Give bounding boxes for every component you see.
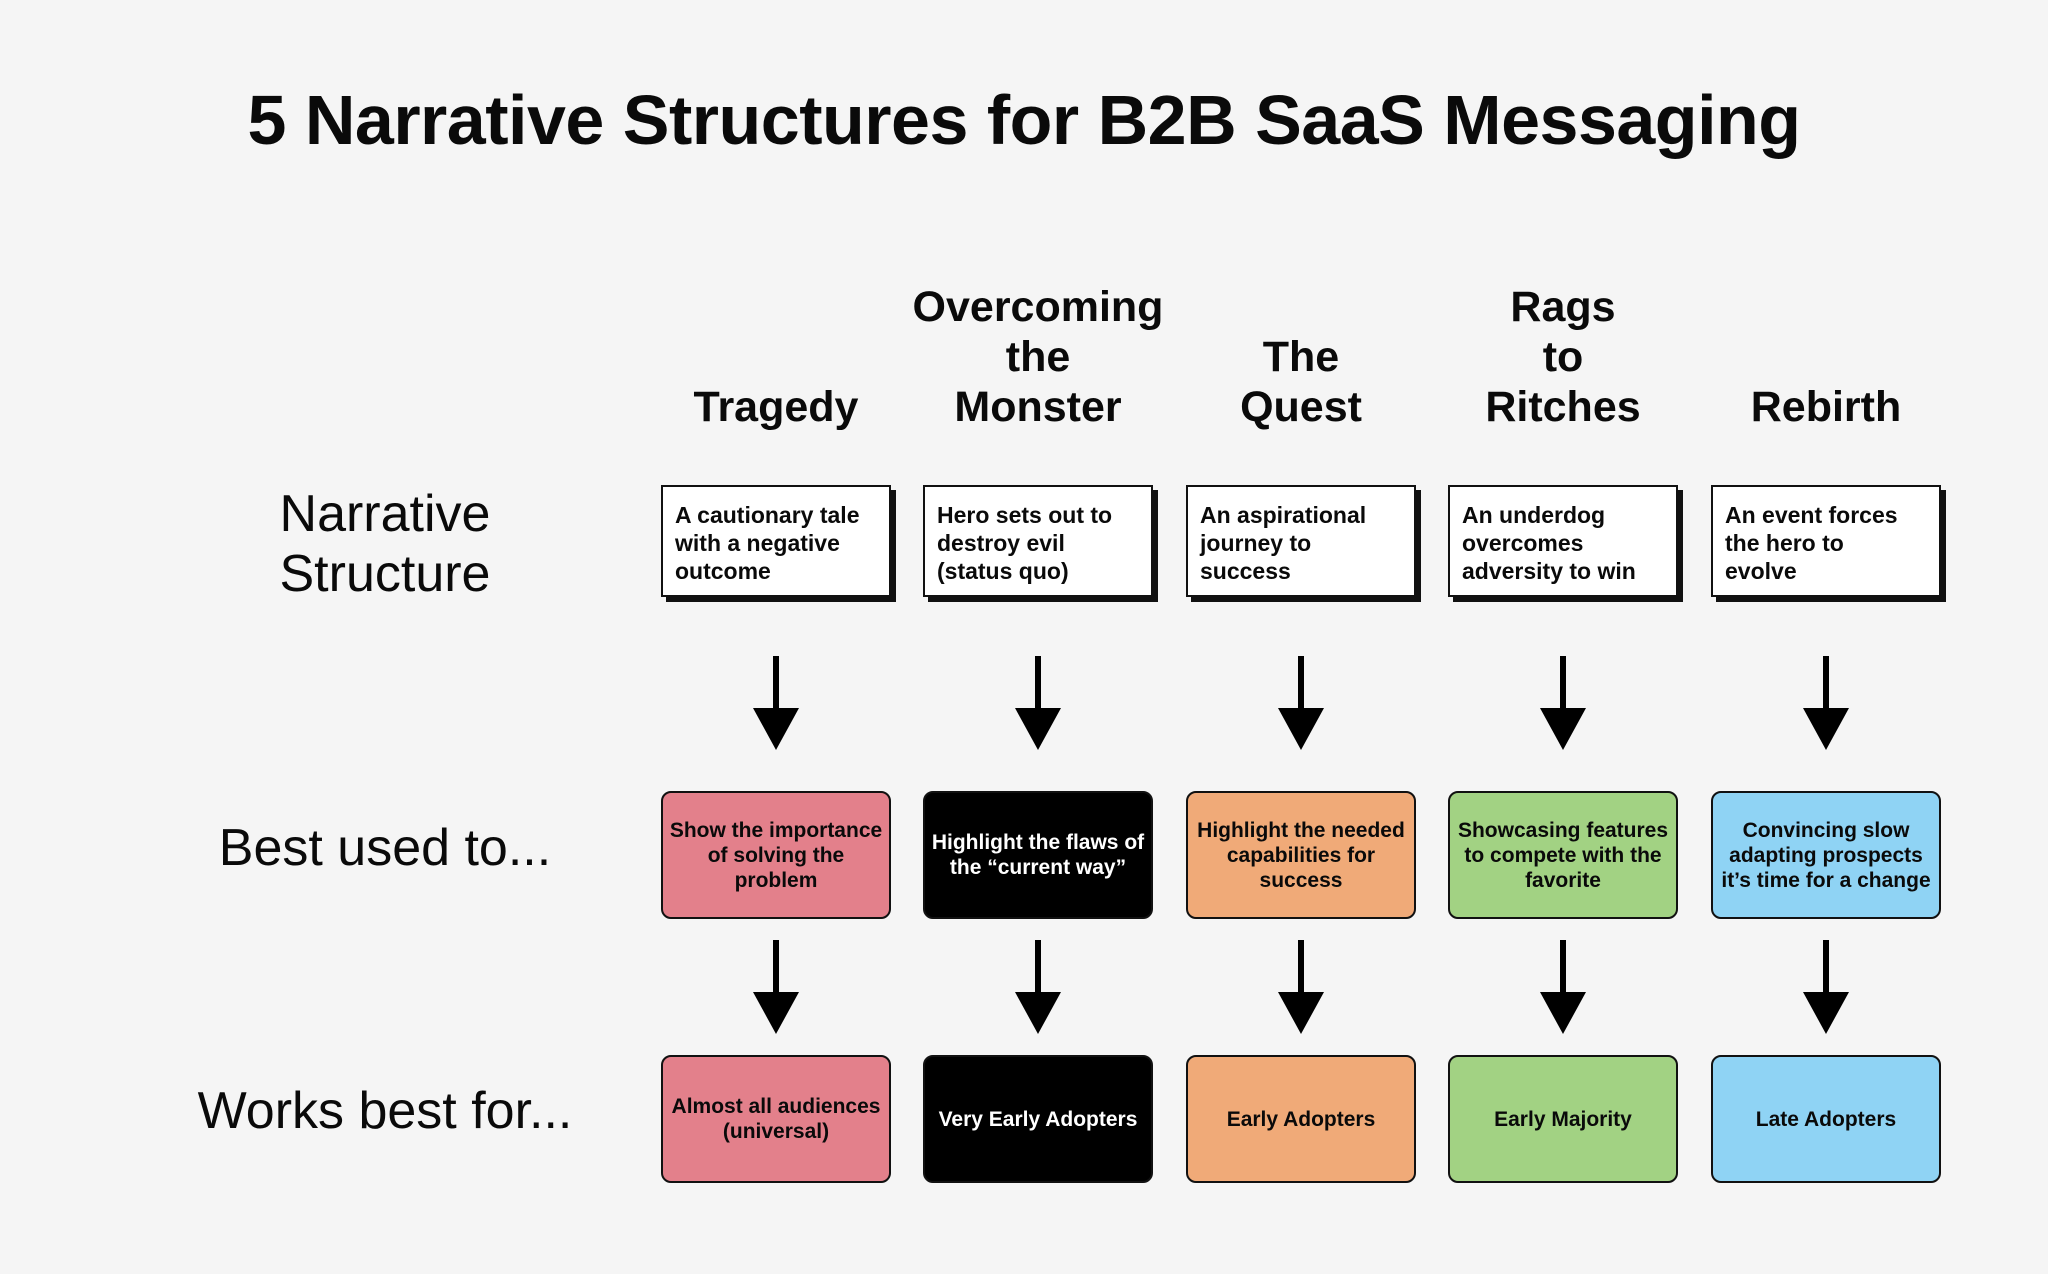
audience-line: (universal) — [722, 1120, 830, 1143]
best-used-line: it’s time for a change — [1721, 868, 1931, 892]
audience-text: Early Majority — [1494, 1107, 1632, 1132]
down-arrow-icon — [1803, 940, 1849, 1034]
audience-text: Very Early Adopters — [939, 1107, 1138, 1132]
definition-line: An underdog — [1462, 502, 1606, 528]
best-used-line: success — [1259, 868, 1343, 892]
down-arrow-icon — [1540, 656, 1586, 750]
best-used-line: Highlight the flaws of — [931, 831, 1145, 854]
audience-line: Very Early Adopters — [938, 1107, 1138, 1131]
column-heading-line: Rags — [1510, 283, 1616, 331]
definition-line: An aspirational — [1200, 502, 1367, 528]
down-arrow-icon — [1015, 940, 1061, 1034]
audience-text: Early Adopters — [1227, 1107, 1376, 1132]
row-label-works-best: Works best for... — [197, 1082, 573, 1140]
column-heading-rebirth: Rebirth — [1695, 272, 1957, 432]
row-label-line: Structure — [279, 545, 491, 603]
best-used-line: capabilities for — [1226, 843, 1376, 867]
best-used-line: Convincing slow — [1742, 818, 1910, 842]
definition-line: Hero sets out to — [937, 502, 1113, 528]
down-arrow-icon — [1015, 656, 1061, 750]
audience-card: Late Adopters — [1711, 1055, 1941, 1183]
audience-card: Early Adopters — [1186, 1055, 1416, 1183]
definition-line: the hero to — [1725, 530, 1844, 556]
best-used-line: favorite — [1525, 868, 1601, 892]
definition-line: An event forces — [1725, 502, 1898, 528]
best-used-line: problem — [734, 868, 818, 892]
down-arrow-icon — [1540, 940, 1586, 1034]
column-heading-line: The — [1262, 333, 1340, 381]
column-heading-line: Overcoming — [912, 283, 1164, 331]
best-used-line: to compete with the — [1464, 843, 1662, 867]
definition-line: destroy evil — [937, 530, 1065, 556]
best-used-line: Highlight the needed — [1197, 818, 1405, 842]
audience-text: Almost all audiences(universal) — [672, 1094, 881, 1144]
row-label-line: Narrative — [279, 485, 491, 543]
audience-card: Early Majority — [1448, 1055, 1678, 1183]
column-heading-line: the — [1005, 333, 1071, 381]
best-used-line: Showcasing features — [1457, 818, 1669, 842]
definition-line: adversity to win — [1462, 558, 1636, 584]
definition-line: journey to — [1200, 530, 1312, 556]
column-heading-line: to — [1542, 333, 1584, 381]
best-used-line: Show the importance — [669, 818, 883, 842]
column-heading-line: Monster — [954, 383, 1122, 431]
down-arrow-icon — [753, 656, 799, 750]
column-heading-line: Rebirth — [1750, 383, 1902, 431]
audience-card: Very Early Adopters — [923, 1055, 1153, 1183]
audience-line: Late Adopters — [1755, 1107, 1897, 1131]
definition-line: evolve — [1725, 558, 1797, 584]
audience-card: Almost all audiences(universal) — [661, 1055, 891, 1183]
down-arrow-icon — [1278, 940, 1324, 1034]
audience-line: Almost all audiences — [671, 1095, 881, 1118]
row-label-narrative-structure: Narrative Structure — [105, 484, 665, 604]
down-arrow-icon — [1803, 656, 1849, 750]
definition-line: (status quo) — [937, 558, 1069, 584]
row-label-best-used: Best used to... — [218, 819, 552, 877]
down-arrow-icon — [1278, 656, 1324, 750]
definition-line: A cautionary tale — [675, 502, 860, 528]
column-heading-line: Tragedy — [693, 383, 859, 431]
column-heading-line: Ritches — [1485, 383, 1641, 431]
best-used-line: the “current way” — [949, 856, 1127, 879]
column-heading-line: Quest — [1240, 383, 1362, 431]
definition-line: success — [1200, 558, 1291, 584]
definition-line: with a negative — [675, 530, 840, 556]
audience-text: Late Adopters — [1756, 1107, 1896, 1132]
definition-line: outcome — [675, 558, 771, 584]
best-used-line: adapting prospects — [1729, 843, 1923, 867]
audience-line: Early Adopters — [1226, 1107, 1376, 1131]
down-arrow-icon — [753, 940, 799, 1034]
page-title: 5 Narrative Structures for B2B SaaS Mess… — [247, 81, 1801, 159]
audience-line: Early Majority — [1494, 1107, 1632, 1131]
column-heading-tragedy: Tragedy — [645, 272, 907, 432]
best-used-line: of solving the — [707, 843, 845, 867]
definition-line: overcomes — [1462, 530, 1584, 556]
